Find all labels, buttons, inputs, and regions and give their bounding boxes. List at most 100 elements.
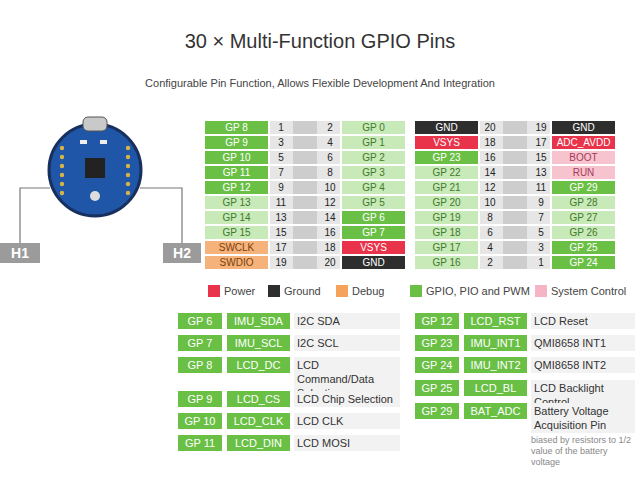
pin-label: IMU_SCL xyxy=(235,335,283,351)
pin-label: GP 12 xyxy=(222,181,250,194)
legend-swatch xyxy=(535,285,547,297)
pin-label: GP 14 xyxy=(222,211,250,224)
pad xyxy=(60,191,64,195)
pin-label: GP 1 xyxy=(362,136,385,149)
legend-text: Power xyxy=(224,284,255,298)
pin-cell: GP 27 xyxy=(552,211,615,224)
pad xyxy=(126,173,130,177)
component xyxy=(80,140,87,144)
board-outline xyxy=(49,124,141,216)
pin-number: 13 xyxy=(269,211,293,224)
description: I2C SDA xyxy=(294,313,400,329)
pin-number: 2 xyxy=(478,256,502,269)
pin-cell: SWCLK xyxy=(205,241,268,254)
pin-number: 3 xyxy=(269,136,293,149)
description: LCD MOSI xyxy=(294,435,400,451)
legend-text: GPIO, PIO and PWM xyxy=(426,284,530,298)
pin-label: VSYS xyxy=(433,136,460,149)
function-cell: LCD_BL xyxy=(464,380,527,396)
pin-number: 7 xyxy=(269,166,293,179)
pin-label: BAT_ADC xyxy=(471,403,521,419)
pin-cell: VSYS xyxy=(415,136,478,149)
pin-cell: BOOT xyxy=(552,151,615,164)
pin-cell: GP 6 xyxy=(342,211,405,224)
pad xyxy=(60,146,64,150)
pin-number: 2 xyxy=(318,121,342,134)
pin-label: H2 xyxy=(173,243,191,263)
pin-number: 4 xyxy=(478,241,502,254)
pin-cell: GP 17 xyxy=(415,241,478,254)
gpio-cell: GP 23 xyxy=(415,335,459,351)
legend-swatch xyxy=(268,285,280,297)
description: LCD CLK xyxy=(294,413,400,429)
function-cell: LCD_CS xyxy=(227,391,290,407)
pin-label: GP 5 xyxy=(362,196,385,209)
pin-label: GP 27 xyxy=(569,211,597,224)
pin-number: 10 xyxy=(478,196,502,209)
gpio-cell: GP 29 xyxy=(415,403,459,419)
pad xyxy=(60,173,64,177)
pin-number: 18 xyxy=(318,241,342,254)
pin-label: GP 28 xyxy=(569,196,597,209)
pin-label: GND xyxy=(435,121,457,134)
function-cell: LCD_DC xyxy=(227,357,290,373)
pin-number: 5 xyxy=(529,226,553,239)
pin-number: 1 xyxy=(269,121,293,134)
title: 30 × Multi-Function GPIO Pins xyxy=(185,30,456,52)
pin-label: GP 25 xyxy=(422,380,453,396)
pin-cell: GP 29 xyxy=(552,181,615,194)
pin-label: GP 26 xyxy=(569,226,597,239)
pin-number: 16 xyxy=(318,226,342,239)
pin-cell: GP 23 xyxy=(415,151,478,164)
pin-label: GP 11 xyxy=(223,166,250,179)
function-cell: IMU_SDA xyxy=(227,313,290,329)
pin-label: GP 6 xyxy=(362,211,385,224)
pin-cell: GP 5 xyxy=(342,196,405,209)
description: I2C SCL xyxy=(294,335,400,351)
pad xyxy=(60,164,64,168)
pin-number: 9 xyxy=(529,196,553,209)
pin-cell: VSYS xyxy=(342,241,405,254)
pin-label: GP 24 xyxy=(569,256,597,269)
pin-number: 17 xyxy=(529,136,553,149)
pin-cell: GP 13 xyxy=(205,196,268,209)
function-cell: IMU_SCL xyxy=(227,335,290,351)
pin-label: SWDIO xyxy=(220,256,254,269)
pin-cell: GP 14 xyxy=(205,211,268,224)
function-cell: IMU_INT2 xyxy=(464,357,527,373)
description: Battery Voltage Acquisition Pin xyxy=(531,403,635,433)
header-pins xyxy=(293,121,317,269)
pin-label: GP 7 xyxy=(362,226,385,239)
gpio-cell: GP 8 xyxy=(178,357,222,373)
bracket-line xyxy=(140,188,182,243)
pin-label: LCD_DIN xyxy=(235,435,282,451)
component xyxy=(100,140,107,144)
pin-label: GP 9 xyxy=(188,391,213,407)
pin-number: 16 xyxy=(478,151,502,164)
bracket-line xyxy=(20,188,50,243)
pin-label: GP 22 xyxy=(432,166,460,179)
pin-number: 9 xyxy=(269,181,293,194)
pin-label: SWCLK xyxy=(219,241,255,254)
description: LCD Reset xyxy=(531,313,635,329)
pin-label: LCD_RST xyxy=(470,313,520,329)
legend-text: Debug xyxy=(352,284,384,298)
pin-cell: GND xyxy=(342,256,405,269)
pin-label: GP 18 xyxy=(432,226,460,239)
pin-cell: SWDIO xyxy=(205,256,268,269)
pin-cell: GP 21 xyxy=(415,181,478,194)
pin-cell: GP 4 xyxy=(342,181,405,194)
pin-label: GP 16 xyxy=(432,256,460,269)
pin-number: 15 xyxy=(269,226,293,239)
pin-cell: GP 22 xyxy=(415,166,478,179)
pin-cell: GP 16 xyxy=(415,256,478,269)
pin-number: 20 xyxy=(478,121,502,134)
pin-number: 13 xyxy=(529,166,553,179)
pin-label: GP 3 xyxy=(362,166,385,179)
pin-number: 20 xyxy=(318,256,342,269)
pin-number: 12 xyxy=(318,196,342,209)
pin-label: GP 20 xyxy=(432,196,460,209)
function-cell: IMU_INT1 xyxy=(464,335,527,351)
pin-label: GP 15 xyxy=(222,226,250,239)
logo xyxy=(90,191,100,201)
